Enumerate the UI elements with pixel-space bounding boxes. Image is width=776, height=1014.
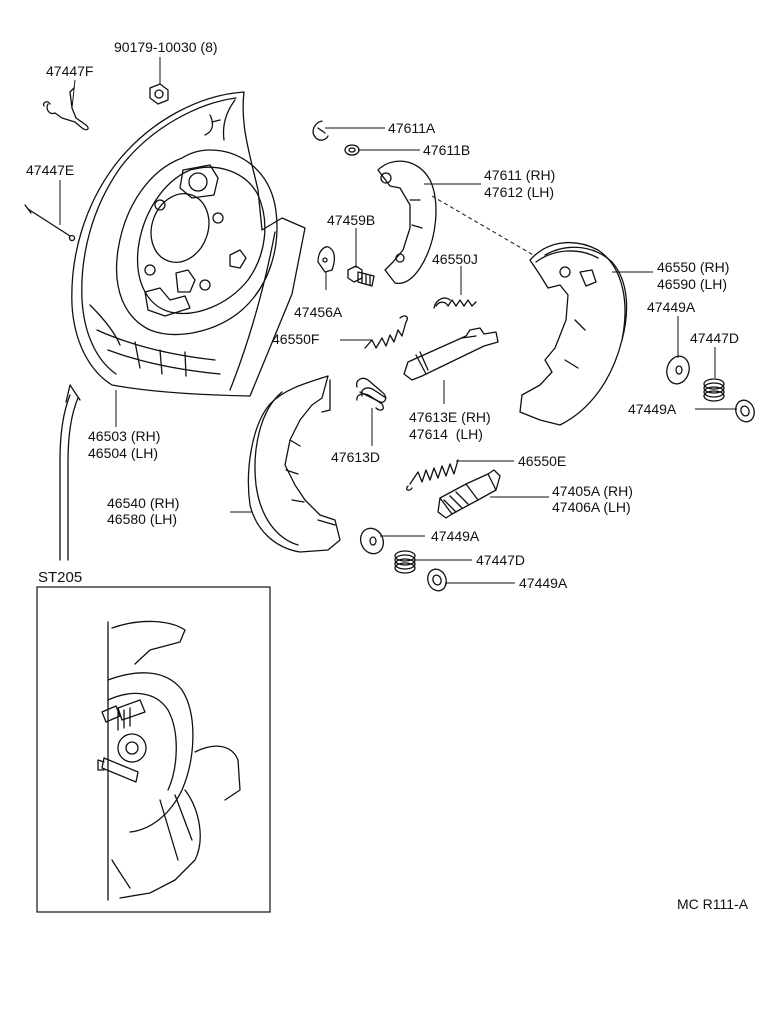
cup-47449A-4-icon: [427, 568, 447, 592]
label-47611A: 47611A: [388, 120, 436, 136]
label-47614-lh: 47614 (LH): [409, 426, 483, 442]
washer-47449A-3-icon: [359, 527, 385, 555]
bolt-47459B-icon: [347, 265, 375, 287]
figure-code: MC R111-A: [677, 896, 749, 912]
label-46550J: 46550J: [432, 251, 478, 267]
label-46503-rh: 46503 (RH): [88, 428, 160, 444]
label-46504-lh: 46504 (LH): [88, 445, 158, 461]
label-47447E: 47447E: [26, 162, 74, 178]
inset-title: ST205: [38, 569, 82, 586]
label-90179-10030: 90179-10030 (8): [114, 39, 218, 55]
inset-backing-plate-detail: [97, 620, 241, 901]
spring-47447D-1-icon: [703, 378, 725, 402]
spring-47613D-icon: [356, 377, 387, 411]
plate-47456A-icon: [317, 246, 336, 273]
label-47406A-lh: 47406A (LH): [552, 499, 631, 515]
label-46540-rh: 46540 (RH): [107, 495, 179, 511]
brake-shoe-46540: [247, 375, 341, 553]
label-47447D-2: 47447D: [476, 552, 525, 568]
spring-47447D-2-icon: [394, 550, 416, 574]
label-47449A-4: 47449A: [519, 575, 568, 591]
label-47456A: 47456A: [294, 304, 343, 320]
pin-47447E-icon: [24, 204, 76, 242]
parking-brake-lever: [377, 160, 437, 285]
label-46550-rh: 46550 (RH): [657, 259, 729, 275]
cup-47449A-2-icon: [735, 399, 755, 423]
label-47447F: 47447F: [46, 63, 93, 79]
label-47613D: 47613D: [331, 449, 380, 465]
shoe-alignment-line: [431, 195, 536, 257]
label-46590-lh: 46590 (LH): [657, 276, 727, 292]
label-46550F: 46550F: [272, 331, 319, 347]
backing-plate: [71, 91, 306, 397]
nut-90179-icon: [149, 83, 169, 105]
adjuster-47405A-icon: [437, 469, 501, 519]
clip-47447F-icon: [42, 87, 89, 131]
spring-46550J-icon: [433, 297, 477, 309]
brake-shoe-46550: [519, 241, 628, 426]
label-47449A-1: 47449A: [647, 299, 696, 315]
inset-pointer-arrow: [59, 384, 81, 561]
label-47447D-1: 47447D: [690, 330, 739, 346]
leader-lines: [59, 57, 737, 584]
label-47459B: 47459B: [327, 212, 375, 228]
label-46580-lh: 46580 (LH): [107, 511, 177, 527]
spring-46550E-icon: [406, 459, 459, 491]
washer-47611B-icon: [344, 144, 360, 156]
label-47613E-rh: 47613E (RH): [409, 409, 491, 425]
inset-frame: [36, 586, 271, 913]
spring-46550F-icon: [364, 315, 408, 349]
label-47405A-rh: 47405A (RH): [552, 483, 633, 499]
strut-47613E-icon: [403, 327, 499, 381]
label-47612-lh: 47612 (LH): [484, 184, 554, 200]
washer-47449A-1-icon: [666, 355, 690, 385]
c-washer-47611A-icon: [312, 120, 329, 141]
label-47611B: 47611B: [423, 142, 470, 158]
label-47449A-2: 47449A: [628, 401, 677, 417]
label-46550E: 46550E: [518, 453, 566, 469]
label-47449A-3: 47449A: [431, 528, 480, 544]
label-47611-rh: 47611 (RH): [484, 167, 555, 183]
